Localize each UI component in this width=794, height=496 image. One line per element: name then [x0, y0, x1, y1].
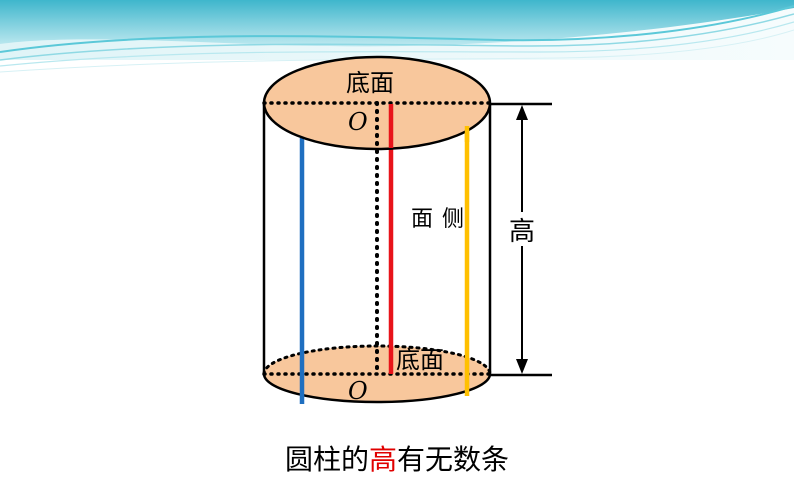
caption-before: 圆柱的 — [284, 443, 369, 476]
bottom-center-label: O — [348, 377, 368, 405]
side-label-char1: 侧 — [442, 207, 464, 232]
bottom-base-back-arc — [262, 344, 492, 376]
side-label-char2: 面 — [411, 207, 433, 232]
height-label: 高 — [509, 217, 535, 247]
header-wave-decoration — [0, 0, 794, 73]
caption-highlight: 高 — [368, 443, 397, 476]
top-center-label: O — [348, 108, 368, 136]
bottom-base-front-arc — [262, 373, 492, 404]
height-arrow-down — [516, 359, 528, 374]
bottom-base-label: 底面 — [396, 346, 444, 374]
height-arrow-up — [516, 105, 528, 120]
top-base-label: 底面 — [346, 69, 394, 97]
caption: 圆柱的高有无数条 — [0, 438, 794, 478]
caption-after: 有无数条 — [397, 443, 510, 476]
